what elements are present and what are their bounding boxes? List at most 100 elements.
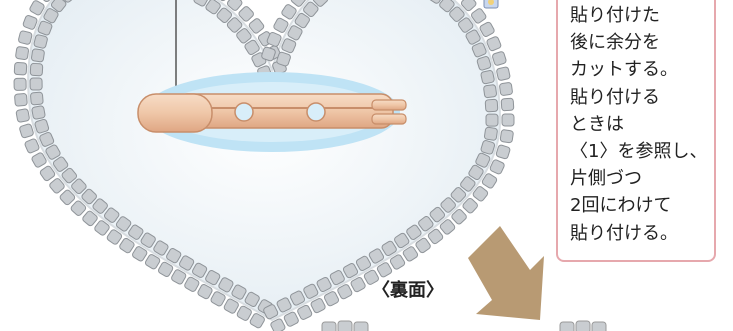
- bead: [418, 215, 434, 232]
- brooch-pin: [137, 72, 407, 152]
- bead: [238, 6, 254, 22]
- bead: [82, 210, 98, 227]
- bead: [218, 277, 234, 293]
- bead: [462, 197, 478, 214]
- note-line-7: 片側づつ: [570, 168, 642, 190]
- bead: [179, 255, 195, 271]
- bead: [481, 173, 498, 189]
- bead: [18, 30, 33, 45]
- bead: [368, 248, 385, 264]
- bead: [355, 255, 372, 271]
- bead: [283, 311, 299, 327]
- bead: [119, 237, 135, 254]
- bead: [449, 6, 465, 22]
- bead: [276, 51, 291, 67]
- bead: [270, 318, 286, 331]
- bead: [337, 284, 353, 300]
- bead: [499, 82, 513, 96]
- bead: [223, 298, 239, 314]
- bead: [376, 262, 393, 278]
- bead: [440, 197, 456, 213]
- note-line-3: カットする。: [570, 59, 678, 81]
- bead: [52, 156, 69, 172]
- bead: [192, 262, 208, 278]
- bead: [471, 8, 487, 24]
- bead: [290, 0, 307, 7]
- next-figure-beads: [321, 320, 607, 331]
- bead: [210, 291, 226, 307]
- bead: [37, 20, 53, 36]
- bead: [350, 277, 366, 293]
- note-line-8: 2回にわけて: [570, 195, 672, 217]
- bead: [266, 31, 282, 47]
- bead: [50, 0, 67, 13]
- bead: [480, 140, 496, 155]
- bead: [472, 186, 489, 202]
- bead: [261, 46, 276, 62]
- bead: [15, 108, 30, 123]
- bead: [29, 77, 43, 91]
- bead: [59, 189, 76, 206]
- bead: [171, 269, 187, 285]
- note-line-9: 貼り付ける。: [570, 222, 678, 244]
- bead: [34, 118, 50, 134]
- bead: [480, 70, 495, 85]
- bead: [43, 8, 59, 24]
- bead: [236, 305, 252, 321]
- bead: [500, 97, 515, 112]
- bead: [499, 129, 514, 144]
- bead: [106, 229, 123, 245]
- bead: [24, 138, 40, 154]
- bead: [276, 297, 292, 313]
- bead: [184, 276, 200, 292]
- bead: [30, 48, 45, 63]
- bead: [13, 77, 27, 91]
- bead: [29, 0, 45, 16]
- bead: [281, 38, 297, 54]
- bead: [33, 34, 48, 49]
- bead: [485, 113, 499, 127]
- bead: [483, 126, 498, 141]
- bead: [31, 152, 47, 168]
- bead: [29, 62, 44, 77]
- bead: [14, 93, 28, 107]
- bead: [458, 17, 474, 33]
- bead: [439, 219, 456, 235]
- bead: [19, 123, 34, 139]
- bead: [484, 98, 499, 113]
- note-line-1: 貼り付けた: [570, 5, 660, 26]
- bead: [70, 200, 87, 216]
- bead: [289, 290, 306, 306]
- bead: [471, 42, 487, 58]
- bead: [226, 17, 243, 33]
- bead: [71, 178, 87, 195]
- bead: [140, 232, 156, 248]
- bead: [226, 0, 243, 11]
- bead: [483, 84, 497, 99]
- note-line-4: 貼り付ける: [570, 86, 660, 108]
- arrow-icon: [468, 226, 544, 320]
- bead: [495, 144, 511, 160]
- bead: [489, 159, 505, 175]
- bead: [205, 0, 221, 15]
- note-line-2: 後に余分を: [570, 32, 660, 54]
- bead: [244, 291, 260, 307]
- bead: [312, 0, 329, 7]
- bead: [496, 66, 511, 81]
- bead: [22, 15, 38, 30]
- instruction-note: 貼り付けた 後に余分を カットする。 貼り付ける ときは 〈1〉を参照し、 片側…: [556, 0, 716, 262]
- bead: [451, 208, 467, 225]
- bead: [468, 164, 484, 181]
- bead: [61, 167, 78, 184]
- bead: [103, 207, 120, 223]
- bead: [205, 270, 221, 286]
- bead: [249, 313, 265, 329]
- bead: [492, 51, 507, 66]
- bead: [415, 237, 431, 254]
- bead: [381, 240, 397, 257]
- clasp-ornament-icon: [483, 0, 499, 9]
- bead: [303, 283, 319, 299]
- bead: [429, 206, 446, 223]
- bead: [39, 131, 55, 147]
